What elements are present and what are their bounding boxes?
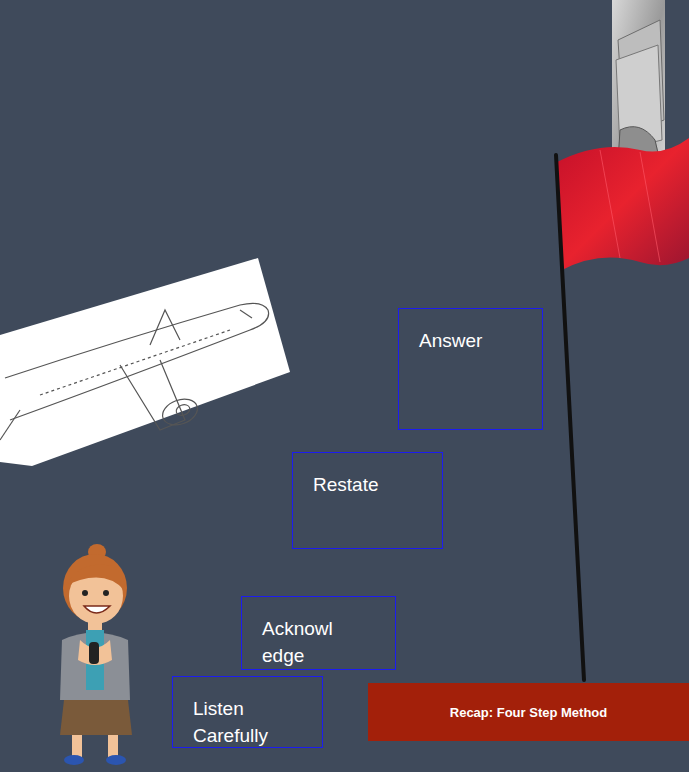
- presenter-cartoon: [60, 544, 132, 765]
- step-box: Listen Carefully: [172, 676, 323, 748]
- step-box: Restate: [292, 452, 443, 549]
- red-flag: [556, 138, 689, 680]
- step-label: Listen Carefully: [193, 695, 293, 749]
- step-label: Answer: [419, 327, 482, 354]
- airplane-sketch: [0, 258, 290, 466]
- step-label: Restate: [313, 471, 378, 498]
- step-box: Acknowl edge: [241, 596, 396, 670]
- recap-banner: Recap: Four Step Method: [368, 683, 689, 741]
- banner-text: Recap: Four Step Method: [450, 705, 607, 720]
- step-box: Answer: [398, 308, 543, 430]
- step-label: Acknowl edge: [262, 615, 362, 669]
